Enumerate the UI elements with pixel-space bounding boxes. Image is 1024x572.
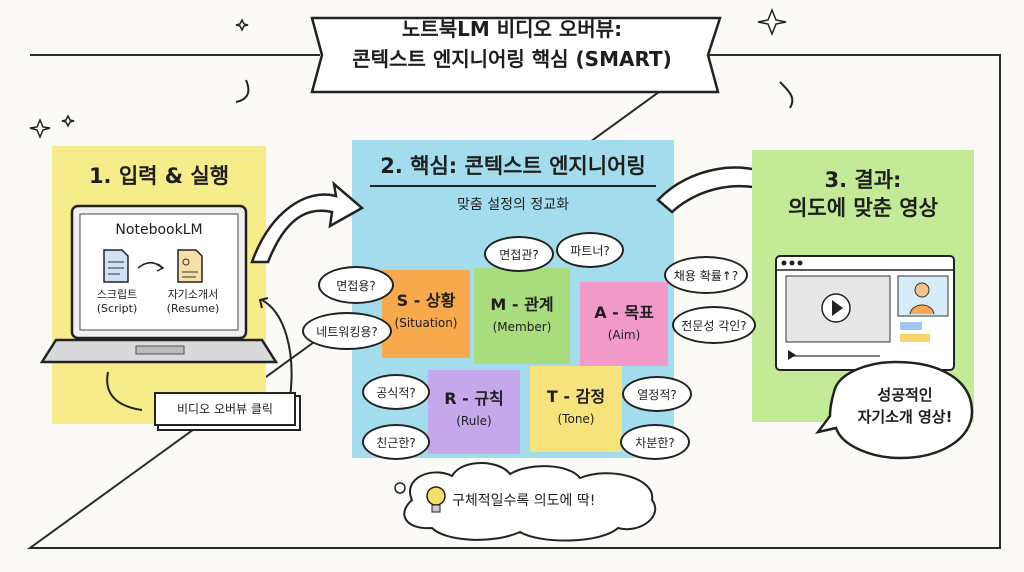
center-heading: 2. 핵심: 콘텍스트 엔지니어링 bbox=[380, 154, 646, 178]
bubble-hiring-chance: 채용 확률↑? bbox=[664, 256, 748, 294]
title-line-2: 콘텍스트 엔지니어링 핵심 (SMART) bbox=[352, 47, 672, 71]
bubble-interview: 면접용? bbox=[318, 266, 394, 304]
star-icon bbox=[235, 18, 249, 32]
resume-doc-label: 자기소개서 (Resume) bbox=[158, 288, 228, 316]
sticky-rule-label: R - 규칙 (Rule) bbox=[428, 388, 520, 432]
big-arrow-icon bbox=[250, 180, 365, 264]
success-line-2: 자기소개 영상! bbox=[857, 408, 953, 426]
star-icon bbox=[757, 7, 787, 37]
bubble-formal: 공식적? bbox=[362, 374, 430, 410]
rule-title: R - 규칙 bbox=[444, 389, 504, 408]
success-line-1: 성공적인 bbox=[877, 386, 933, 404]
script-doc-label: 스크립트 (Script) bbox=[84, 288, 150, 316]
resume-label-ko: 자기소개서 bbox=[167, 288, 219, 301]
page-title: 노트북LM 비디오 오버뷰: 콘텍스트 엔지니어링 핵심 (SMART) bbox=[306, 14, 718, 74]
right-heading: 3. 결과: 의도에 맞춘 영상 bbox=[752, 166, 974, 222]
sticky-aim bbox=[580, 282, 668, 366]
aim-title: A - 목표 bbox=[594, 303, 654, 322]
lightbulb-icon bbox=[426, 486, 446, 513]
center-subtitle: 맞춤 설정의 정교화 bbox=[457, 197, 569, 213]
sticky-member-label: M - 관계 (Member) bbox=[474, 294, 570, 338]
sticky-situation bbox=[382, 270, 470, 358]
bubble-interviewer: 면접관? bbox=[484, 236, 554, 272]
sticky-tone bbox=[530, 366, 622, 452]
curly-arrow-icon bbox=[779, 81, 794, 109]
sticky-member bbox=[474, 268, 570, 364]
bubble-expertise: 전문성 각인? bbox=[672, 306, 756, 344]
bubble-passionate: 열정적? bbox=[622, 376, 692, 412]
star-icon bbox=[29, 118, 51, 139]
right-heading-line-2: 의도에 맞춘 영상 bbox=[788, 196, 938, 220]
title-line-1: 노트북LM 비디오 오버뷰: bbox=[401, 17, 623, 41]
script-doc-icon bbox=[103, 249, 129, 283]
situation-title: S - 상황 bbox=[396, 291, 456, 310]
aim-sub: (Aim) bbox=[607, 328, 641, 342]
sticky-situation-label: S - 상황 (Situation) bbox=[382, 290, 470, 334]
left-heading: 1. 입력 & 실행 bbox=[88, 164, 230, 188]
sticky-tone-label: T - 감정 (Tone) bbox=[530, 386, 622, 430]
situation-sub: (Situation) bbox=[394, 316, 458, 330]
sticky-aim-label: A - 목표 (Aim) bbox=[580, 302, 668, 346]
resume-label-en: (Resume) bbox=[166, 302, 220, 315]
bubble-networking: 네트워킹용? bbox=[302, 312, 392, 350]
tip-text: 구체적일수록 의도에 딱! bbox=[452, 493, 596, 509]
app-name: NotebookLM bbox=[115, 222, 203, 238]
curly-arrow-icon bbox=[235, 79, 250, 103]
right-heading-line-1: 3. 결과: bbox=[824, 168, 902, 192]
member-title: M - 관계 bbox=[490, 295, 554, 314]
script-label-en: (Script) bbox=[96, 302, 138, 315]
sticky-rule bbox=[428, 370, 520, 454]
star-icon bbox=[61, 114, 75, 128]
success-bubble-text: 성공적인 자기소개 영상! bbox=[842, 384, 968, 428]
bubble-partner: 파트너? bbox=[556, 232, 624, 268]
resume-doc-icon bbox=[177, 249, 203, 283]
tone-title: T - 감정 bbox=[546, 387, 606, 406]
rule-sub: (Rule) bbox=[456, 414, 492, 428]
bubble-calm: 차분한? bbox=[620, 424, 690, 460]
tone-sub: (Tone) bbox=[557, 412, 595, 426]
member-sub: (Member) bbox=[492, 320, 552, 334]
success-speech-bubble bbox=[814, 360, 974, 460]
title-banner bbox=[310, 16, 722, 94]
bubble-friendly: 친근한? bbox=[362, 424, 430, 460]
arrow-icon bbox=[137, 262, 165, 272]
video-overview-click-button[interactable]: 비디오 오버뷰 클릭 bbox=[154, 392, 296, 426]
script-label-ko: 스크립트 bbox=[96, 288, 138, 301]
